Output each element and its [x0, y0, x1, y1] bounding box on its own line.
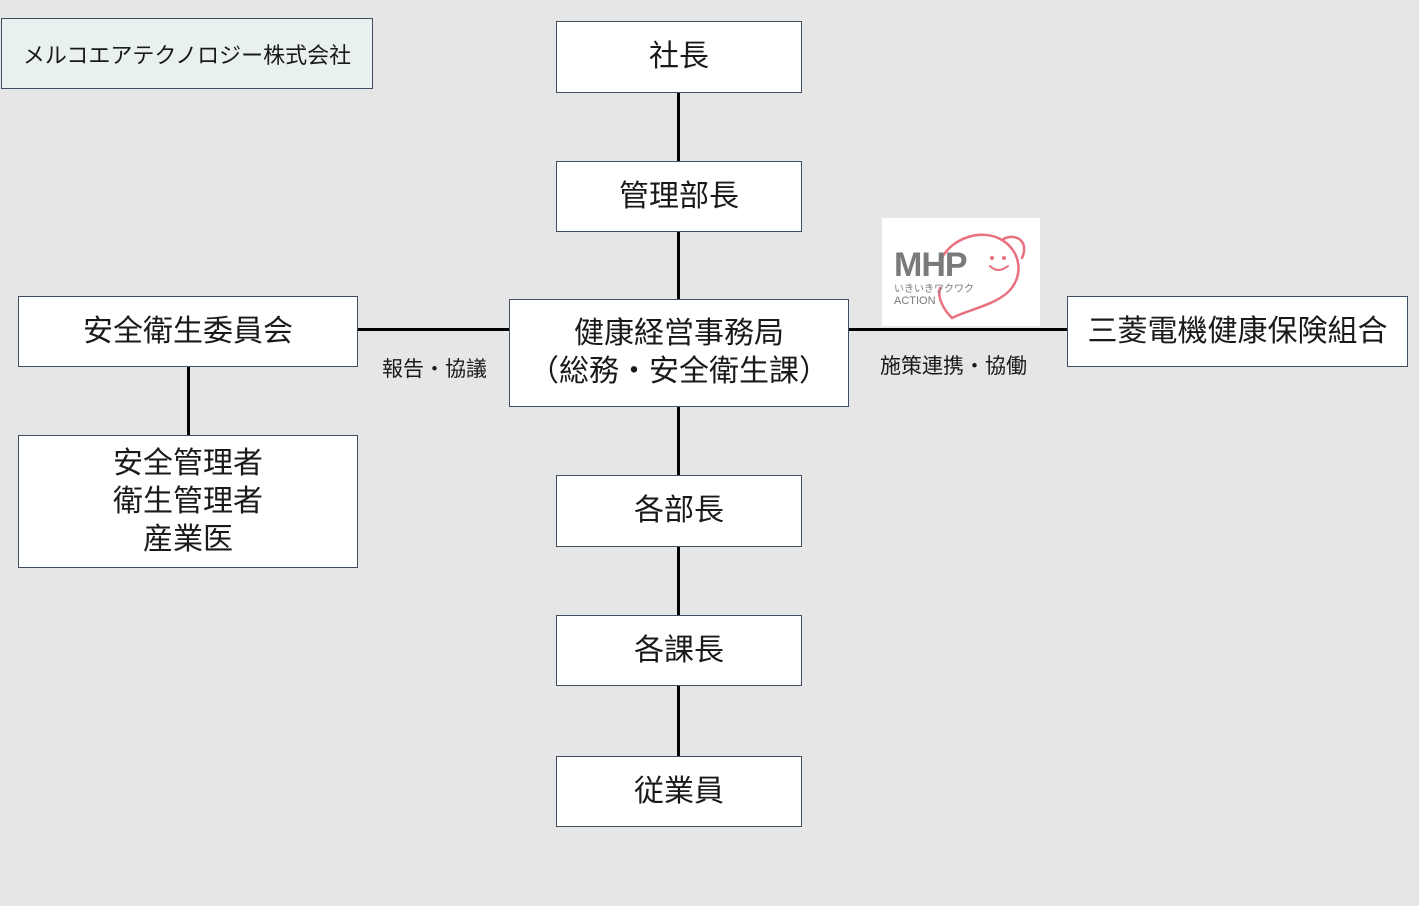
- node-section-heads: 各課長: [556, 615, 802, 686]
- logo-subtext-action: ACTION: [894, 295, 936, 307]
- connector-committee-officers: [187, 366, 190, 436]
- connector-section-employees: [677, 685, 680, 757]
- company-name-box: メルコエアテクノロジー株式会社: [1, 18, 373, 89]
- connector-admin-office: [677, 231, 680, 301]
- edge-label-policy-cooperation: 施策連携・協働: [880, 354, 1027, 378]
- node-health-union: 三菱電機健康保険組合: [1067, 296, 1408, 367]
- node-dept-heads: 各部長: [556, 475, 802, 547]
- node-employees: 従業員: [556, 756, 802, 827]
- edge-label-report-consult: 報告・協議: [382, 357, 487, 381]
- company-name: メルコエアテクノロジー株式会社: [22, 43, 352, 69]
- heart-icon: [938, 233, 1026, 320]
- connector-office-dept: [677, 406, 680, 476]
- node-health-office: 健康経営事務局 （総務・安全衛生課）: [509, 299, 849, 407]
- logo-text: MHP: [894, 246, 968, 284]
- connector-office-union: [848, 328, 1068, 331]
- connector-committee-office: [357, 328, 510, 331]
- node-president: 社長: [556, 21, 802, 93]
- connector-dept-section: [677, 546, 680, 616]
- node-safety-committee: 安全衛生委員会: [18, 296, 358, 367]
- logo-subtext: いきいきワクワク: [894, 284, 974, 295]
- node-admin-director: 管理部長: [556, 161, 802, 232]
- mhp-logo: MHP いきいきワクワク ACTION: [882, 218, 1040, 326]
- node-officers: 安全管理者 衛生管理者 産業医: [18, 435, 358, 568]
- connector-president-admin: [677, 92, 680, 162]
